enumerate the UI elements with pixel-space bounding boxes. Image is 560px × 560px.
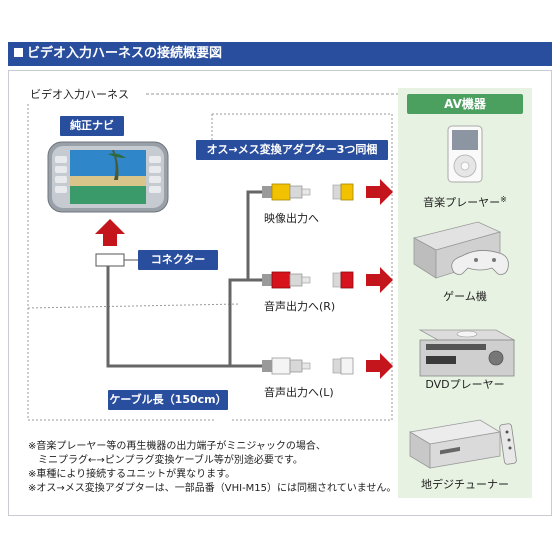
rca-plug-r-icon [262, 271, 311, 289]
device-label-game-console: ゲーム機 [443, 290, 487, 303]
connector-label: コネクター [138, 250, 218, 270]
av-panel-title: AV機器 [407, 94, 523, 114]
output-label-video: 映像出力へ [264, 212, 319, 225]
adapter-l-icon [332, 357, 354, 375]
output-label-l: 音声出力へ(L) [264, 386, 334, 399]
harness-dotted-diagonal [27, 303, 241, 309]
cable-label: ケーブル長（150cm） [108, 390, 228, 410]
note-line: ※音楽プレーヤー等の再生機器の出力端子がミニジャックの場合、 [28, 441, 326, 452]
rca-plug-l-icon [262, 357, 311, 375]
note-line: ※車種により接続するユニットが異なります。 [28, 469, 236, 480]
navi-label: 純正ナビ [60, 116, 124, 136]
music-player-icon [447, 125, 483, 183]
adapter-video-icon [332, 183, 354, 201]
section-label: ビデオ入力ハーネス [30, 88, 129, 101]
harness-dotted-left [27, 104, 216, 421]
video-arrow-icon [366, 179, 393, 205]
device-label-tv-tuner: 地デジチューナー [421, 478, 509, 491]
audio-r-arrow-icon [366, 267, 393, 293]
cable-branch-video [246, 190, 262, 280]
device-label-music-player: 音楽プレーヤー※ [423, 195, 507, 209]
header-title: ビデオ入力ハーネスの接続概要図 [27, 46, 223, 61]
diagram-frame [8, 70, 552, 516]
adapter-dotted-box [212, 113, 393, 421]
dvd-player-icon [418, 329, 516, 377]
audio-l-arrow-icon [366, 353, 393, 379]
connector-icon [95, 253, 125, 267]
adapter-r-icon [332, 271, 354, 289]
game-console-icon [412, 221, 509, 279]
device-note-mark: ※ [500, 195, 507, 204]
device-label-dvd-player: DVDプレーヤー [425, 378, 505, 391]
main-cable [106, 266, 262, 368]
header-bar: ビデオ入力ハーネスの接続概要図 [8, 42, 552, 66]
note-line: ミニプラグ←→ピンプラグ変換ケーブル等が別途必要です。 [38, 455, 303, 466]
notes: ※音楽プレーヤー等の再生機器の出力端子がミニジャックの場合、 ミニプラグ←→ピン… [28, 440, 396, 496]
navi-monitor-icon [47, 141, 169, 213]
cable-branch-l [228, 320, 262, 368]
note-line: ※オス→メス変換アダプターは、一部品番（VHI-M15）には同梱されていません。 [28, 483, 397, 494]
up-arrow-icon [95, 219, 125, 246]
header-square-icon [14, 48, 23, 57]
tv-tuner-icon [408, 419, 517, 469]
output-label-r: 音声出力へ(R) [264, 300, 336, 313]
rca-plug-video-icon [262, 183, 311, 201]
adapter-label: オス→メス変換アダプター3つ同梱 [196, 140, 388, 160]
